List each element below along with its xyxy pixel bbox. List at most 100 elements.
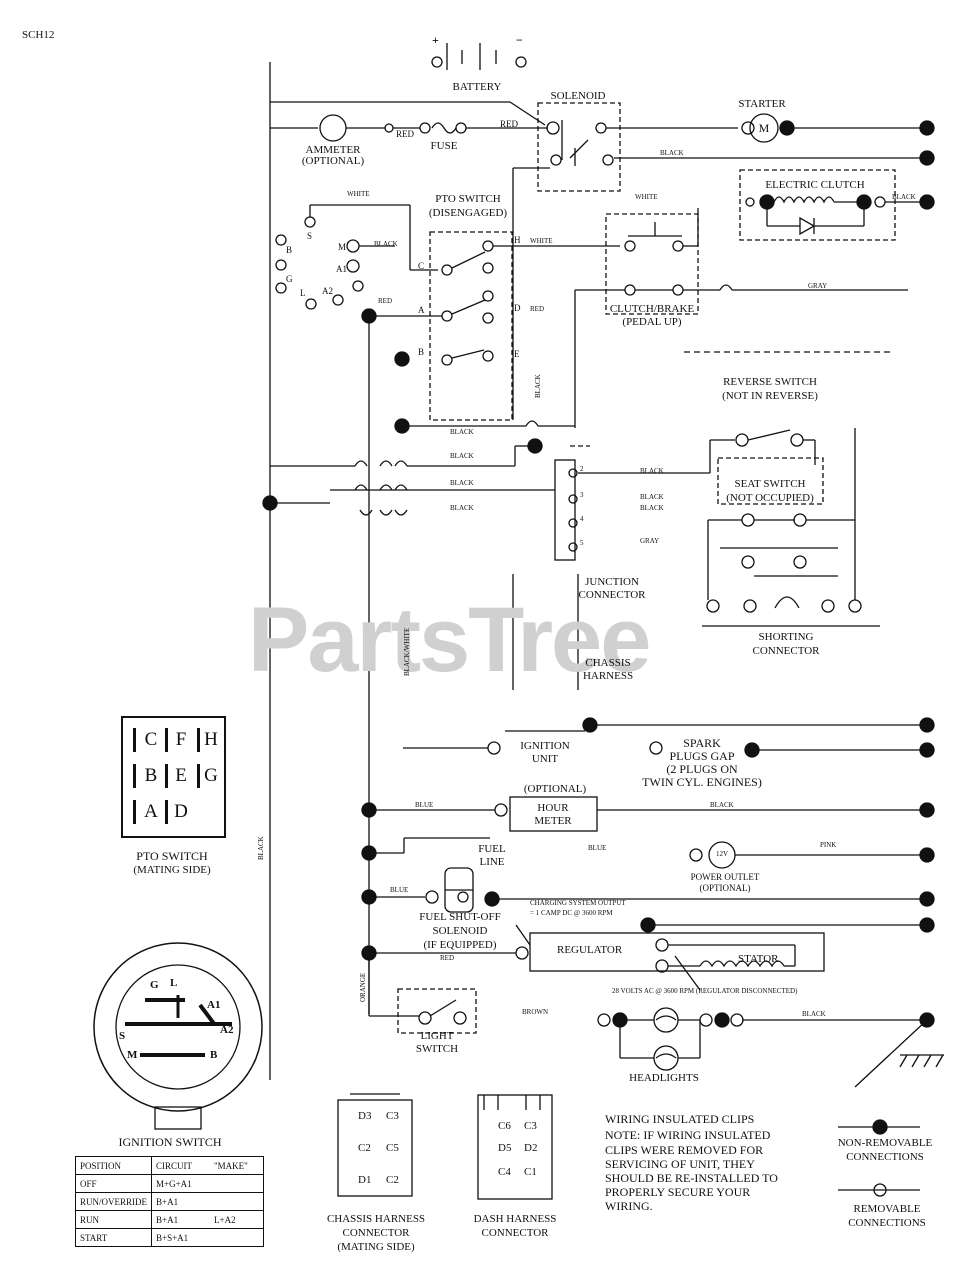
pto-contact-d: D	[514, 303, 521, 313]
clutch-brake-label: CLUTCH/BRAKE	[609, 303, 695, 315]
fuse-label: FUSE	[430, 140, 458, 152]
table-cell: B+A1	[151, 1210, 210, 1229]
line-label: LINE	[479, 856, 505, 868]
table-cell	[210, 1192, 264, 1211]
ignition-circuit-table: POSITION CIRCUIT "MAKE" OFF M+G+A1 RUN/O…	[75, 1156, 264, 1247]
wire-black-white: BLACK/WHITE	[403, 627, 411, 676]
fuel-shutoff-label: FUEL SHUT-OFF	[419, 911, 501, 923]
chassis-connector-label-3: (MATING SIDE)	[337, 1241, 415, 1253]
wire-black-7: BLACK	[450, 504, 474, 512]
table-cell: OFF	[75, 1174, 152, 1193]
dash-pin-c1: C1	[524, 1166, 537, 1178]
table-cell: B+S+A1	[151, 1228, 210, 1247]
wire-black-5: BLACK	[450, 452, 474, 460]
table-cell: B+A1	[151, 1192, 210, 1211]
table-row: RUN B+A1 L+A2	[75, 1210, 264, 1229]
junction-pin-5: 5	[580, 539, 584, 547]
pto-grid-g: G	[204, 765, 218, 786]
wire-black-6: BLACK	[450, 479, 474, 487]
table-cell: RUN	[75, 1210, 152, 1229]
table-cell: L+A2	[210, 1210, 264, 1229]
dash-pin-d2: D2	[524, 1142, 538, 1154]
spark-label-2: PLUGS GAP	[669, 749, 735, 763]
dash-connector-label-2: CONNECTOR	[481, 1227, 549, 1239]
chassis-pin-c2: C2	[358, 1142, 371, 1154]
table-header: POSITION	[75, 1156, 152, 1175]
wire-brown: BROWN	[522, 1008, 549, 1016]
pto-contact-h: H	[514, 235, 521, 245]
chassis-pin-c2b: C2	[386, 1174, 399, 1186]
legend-nonremovable-1: NON-REMOVABLE	[837, 1137, 933, 1149]
chassis-pin-c5: C5	[386, 1142, 399, 1154]
pto-term-a2: A2	[322, 286, 333, 296]
wire-black-4: BLACK	[450, 428, 474, 436]
junction-label: JUNCTION	[585, 576, 639, 588]
wire-black-11: BLACK	[710, 801, 734, 809]
solenoid-label: SOLENOID	[550, 90, 606, 102]
ammeter-label: AMMETER	[305, 144, 361, 156]
power-outlet-label: POWER OUTLET	[690, 872, 760, 882]
wire-black-9: BLACK	[640, 493, 664, 501]
ign-term-a1: A1	[207, 999, 221, 1011]
spark-label-4: TWIN CYL. ENGINES)	[642, 775, 762, 789]
pto-term-b: B	[286, 245, 293, 255]
table-row: OFF M+G+A1	[75, 1174, 264, 1193]
headlights-label: HEADLIGHTS	[629, 1072, 699, 1084]
pto-contact-e: E	[514, 349, 520, 359]
power-outlet-optional: (OPTIONAL)	[699, 883, 751, 893]
dash-connector-label-1: DASH HARNESS	[473, 1213, 557, 1225]
battery-label: BATTERY	[452, 81, 502, 93]
wire-black-vert: BLACK	[534, 374, 542, 398]
light-switch-label-2: SWITCH	[415, 1043, 459, 1055]
wire-blue-2: BLUE	[588, 844, 607, 852]
ignition-unit-label-2: UNIT	[531, 753, 559, 765]
table-cell: START	[75, 1228, 152, 1247]
pto-grid-c: C	[144, 729, 158, 750]
pto-grid-e: E	[175, 765, 187, 786]
outlet-voltage: 12V	[715, 850, 729, 858]
pto-grid-a: A	[144, 801, 158, 822]
wire-red-3: RED	[378, 297, 392, 305]
spark-label-1: SPARK	[683, 736, 721, 750]
spark-label-3: (2 PLUGS ON	[666, 762, 738, 776]
ign-term-m: M	[127, 1049, 138, 1061]
pto-grid-h: H	[204, 729, 218, 750]
table-cell: M+G+A1	[151, 1174, 210, 1193]
pto-term-s: S	[307, 231, 313, 241]
chassis-connector-label-2: CONNECTOR	[342, 1227, 410, 1239]
pto-grid-b: B	[144, 765, 158, 786]
chassis-harness-label: CHASSIS	[585, 657, 631, 669]
wire-blue-1: BLUE	[415, 801, 434, 809]
seat-switch-label: SEAT SWITCH	[734, 478, 806, 490]
clips-note-7: WIRING.	[605, 1199, 653, 1213]
fuel-label: FUEL	[478, 843, 506, 855]
clips-note-3: CLIPS WERE REMOVED FOR	[605, 1143, 764, 1157]
shorting-label: SHORTING	[758, 631, 814, 643]
wire-black-2: BLACK	[892, 193, 916, 201]
wire-gray-1: GRAY	[808, 282, 828, 290]
ignition-switch-label: IGNITION SWITCH	[118, 1135, 222, 1149]
dash-pin-c4: C4	[498, 1166, 511, 1178]
pto-term-l: L	[300, 288, 306, 298]
legend-nonremovable-2: CONNECTIONS	[846, 1151, 924, 1163]
wire-white-3: WHITE	[530, 237, 553, 245]
wire-white-2: WHITE	[347, 190, 370, 198]
junction-pin-4: 4	[580, 515, 584, 523]
charging-label-2: = 1 CAMP DC @ 3600 RPM	[530, 909, 613, 917]
clips-note-4: SERVICING OF UNIT, THEY	[605, 1157, 755, 1171]
dash-pin-d5: D5	[498, 1142, 512, 1154]
legend-removable-2: CONNECTIONS	[848, 1217, 926, 1229]
wire-black-3: BLACK	[374, 240, 398, 248]
pto-contact-b: B	[418, 347, 425, 357]
legend-removable-1: REMOVABLE	[853, 1203, 921, 1215]
chassis-pin-d1: D1	[358, 1174, 372, 1186]
table-row: RUN/OVERRIDE B+A1	[75, 1192, 264, 1211]
regulator-label: REGULATOR	[557, 944, 623, 956]
hour-meter-optional: (OPTIONAL)	[523, 783, 587, 795]
pto-term-a1: A1	[336, 264, 347, 274]
reverse-switch-label: REVERSE SWITCH	[723, 376, 817, 388]
junction-pin-2: 2	[580, 465, 584, 473]
electric-clutch-label: ELECTRIC CLUTCH	[765, 179, 865, 191]
volts-label: 28 VOLTS AC @ 3600 RPM (REGULATOR DISCON…	[612, 987, 798, 995]
wire-red-5: RED	[440, 954, 454, 962]
